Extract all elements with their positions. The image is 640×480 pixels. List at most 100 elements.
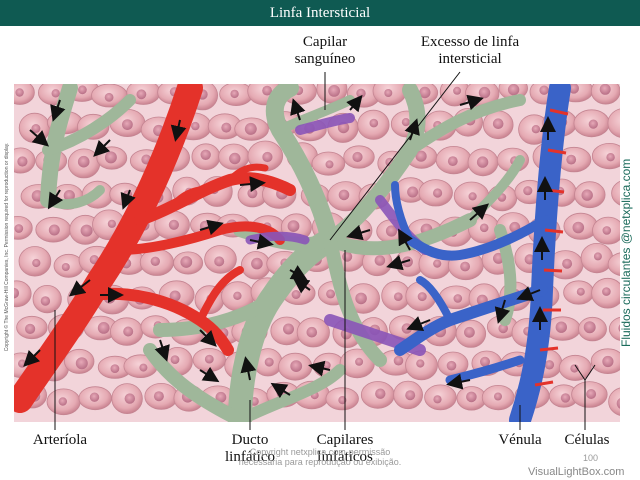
cell-nucleus bbox=[61, 263, 70, 271]
cell-nucleus bbox=[17, 156, 28, 167]
cell-nucleus bbox=[602, 287, 611, 296]
cell-nucleus bbox=[433, 259, 442, 268]
cell-nucleus bbox=[51, 89, 60, 98]
cell-nucleus bbox=[407, 186, 419, 198]
cell-nucleus bbox=[139, 363, 148, 372]
cell-nucleus bbox=[576, 287, 585, 296]
cell-nucleus bbox=[229, 152, 241, 165]
cell-nucleus bbox=[583, 321, 596, 334]
cell-nucleus bbox=[170, 355, 180, 364]
cell-nucleus bbox=[419, 86, 431, 99]
cell-nucleus bbox=[405, 390, 416, 401]
cell-nucleus bbox=[523, 186, 533, 196]
cell-nucleus bbox=[555, 321, 567, 333]
cell-nucleus bbox=[63, 190, 75, 202]
cell-nucleus bbox=[14, 224, 24, 233]
cell-nucleus bbox=[572, 221, 585, 234]
cell-nucleus bbox=[375, 388, 386, 399]
cell-nucleus bbox=[291, 290, 301, 299]
cell-nucleus bbox=[581, 189, 593, 201]
cell-nucleus bbox=[466, 391, 477, 403]
cell-nucleus bbox=[153, 391, 164, 402]
cell-nucleus bbox=[290, 360, 303, 372]
cell-nucleus bbox=[570, 364, 579, 373]
cell-nucleus bbox=[447, 156, 458, 167]
cell-nucleus bbox=[355, 357, 364, 366]
cell-nucleus bbox=[524, 254, 535, 265]
cell-nucleus bbox=[25, 323, 36, 334]
cell-nucleus bbox=[498, 323, 509, 334]
cell-nucleus bbox=[104, 151, 117, 164]
label-excesso-de-linfa: Excesso de linfa intersticial bbox=[420, 34, 520, 67]
cell-nucleus bbox=[369, 118, 379, 128]
cell-nucleus bbox=[560, 393, 571, 403]
cell-nucleus bbox=[539, 85, 549, 95]
cell-nucleus bbox=[356, 88, 366, 99]
cell-nucleus bbox=[417, 292, 427, 302]
cell-nucleus bbox=[215, 391, 227, 403]
cell-nucleus bbox=[478, 86, 491, 99]
cell-nucleus bbox=[593, 252, 602, 261]
cell-nucleus bbox=[416, 359, 425, 368]
cell-nucleus bbox=[453, 294, 463, 303]
cell-nucleus bbox=[433, 395, 442, 404]
cell-nucleus bbox=[352, 151, 363, 163]
cell-nucleus bbox=[15, 88, 24, 97]
cell-nucleus bbox=[602, 355, 614, 368]
cell-nucleus bbox=[191, 121, 200, 131]
cell-nucleus bbox=[566, 154, 577, 165]
leader-lines bbox=[54, 71, 596, 430]
cell-nucleus bbox=[97, 322, 110, 334]
slide-title: Linfa Intersticial bbox=[0, 0, 640, 26]
cell-nucleus bbox=[415, 150, 427, 162]
page-number: 100 bbox=[583, 453, 599, 463]
cell-nucleus bbox=[325, 160, 334, 169]
cell-nucleus bbox=[110, 364, 120, 373]
cell-nucleus bbox=[168, 219, 179, 230]
cell-nucleus bbox=[40, 296, 51, 306]
cell-nucleus bbox=[107, 219, 116, 228]
cell-nucleus bbox=[78, 85, 87, 95]
cell-nucleus bbox=[104, 92, 114, 102]
tissue-cell bbox=[591, 143, 620, 170]
cell-nucleus bbox=[507, 84, 520, 96]
cell-nucleus bbox=[58, 397, 67, 406]
label-venula: Vénula bbox=[498, 432, 542, 448]
side-credit: Fluidos circulantes @netxplica.com bbox=[619, 158, 633, 347]
cell-nucleus bbox=[355, 292, 367, 305]
label-ducto-linfatico: Ducto linfático bbox=[225, 432, 275, 465]
cell-nucleus bbox=[230, 89, 239, 99]
cell-nucleus bbox=[244, 122, 257, 135]
label-capilares-linfaticos: Capilares linfáticos bbox=[316, 432, 374, 465]
cell-nucleus bbox=[544, 360, 555, 370]
cell-nucleus bbox=[262, 85, 272, 96]
cell-nucleus bbox=[476, 156, 489, 168]
cell-nucleus bbox=[328, 85, 340, 97]
cell-nucleus bbox=[562, 258, 573, 269]
cell-nucleus bbox=[393, 355, 404, 366]
cell-nucleus bbox=[221, 122, 232, 133]
cell-nucleus bbox=[89, 392, 100, 402]
cell-nucleus bbox=[200, 149, 211, 160]
cell-nucleus bbox=[75, 357, 88, 370]
cell-nucleus bbox=[287, 220, 300, 233]
cell-nucleus bbox=[460, 261, 470, 272]
cell-nucleus bbox=[338, 396, 347, 405]
tissue-cell bbox=[607, 252, 620, 276]
cell-nucleus bbox=[169, 290, 181, 302]
cell-nucleus bbox=[204, 354, 214, 364]
cell-nucleus bbox=[616, 398, 620, 409]
tissue-cell bbox=[14, 280, 32, 308]
cell-nucleus bbox=[479, 223, 489, 233]
copyright-vertical: Copyright © The McGraw-Hill Companies, I… bbox=[4, 142, 10, 352]
cell-nucleus bbox=[264, 357, 274, 367]
cell-nucleus bbox=[262, 151, 273, 163]
cell-nucleus bbox=[480, 356, 490, 367]
cell-nucleus bbox=[18, 359, 27, 368]
cell-nucleus bbox=[374, 255, 386, 266]
cell-nucleus bbox=[618, 324, 620, 332]
cell-nucleus bbox=[586, 389, 597, 399]
cell-nucleus bbox=[568, 84, 579, 94]
tissue-cell bbox=[608, 316, 620, 341]
cell-nucleus bbox=[122, 119, 133, 130]
